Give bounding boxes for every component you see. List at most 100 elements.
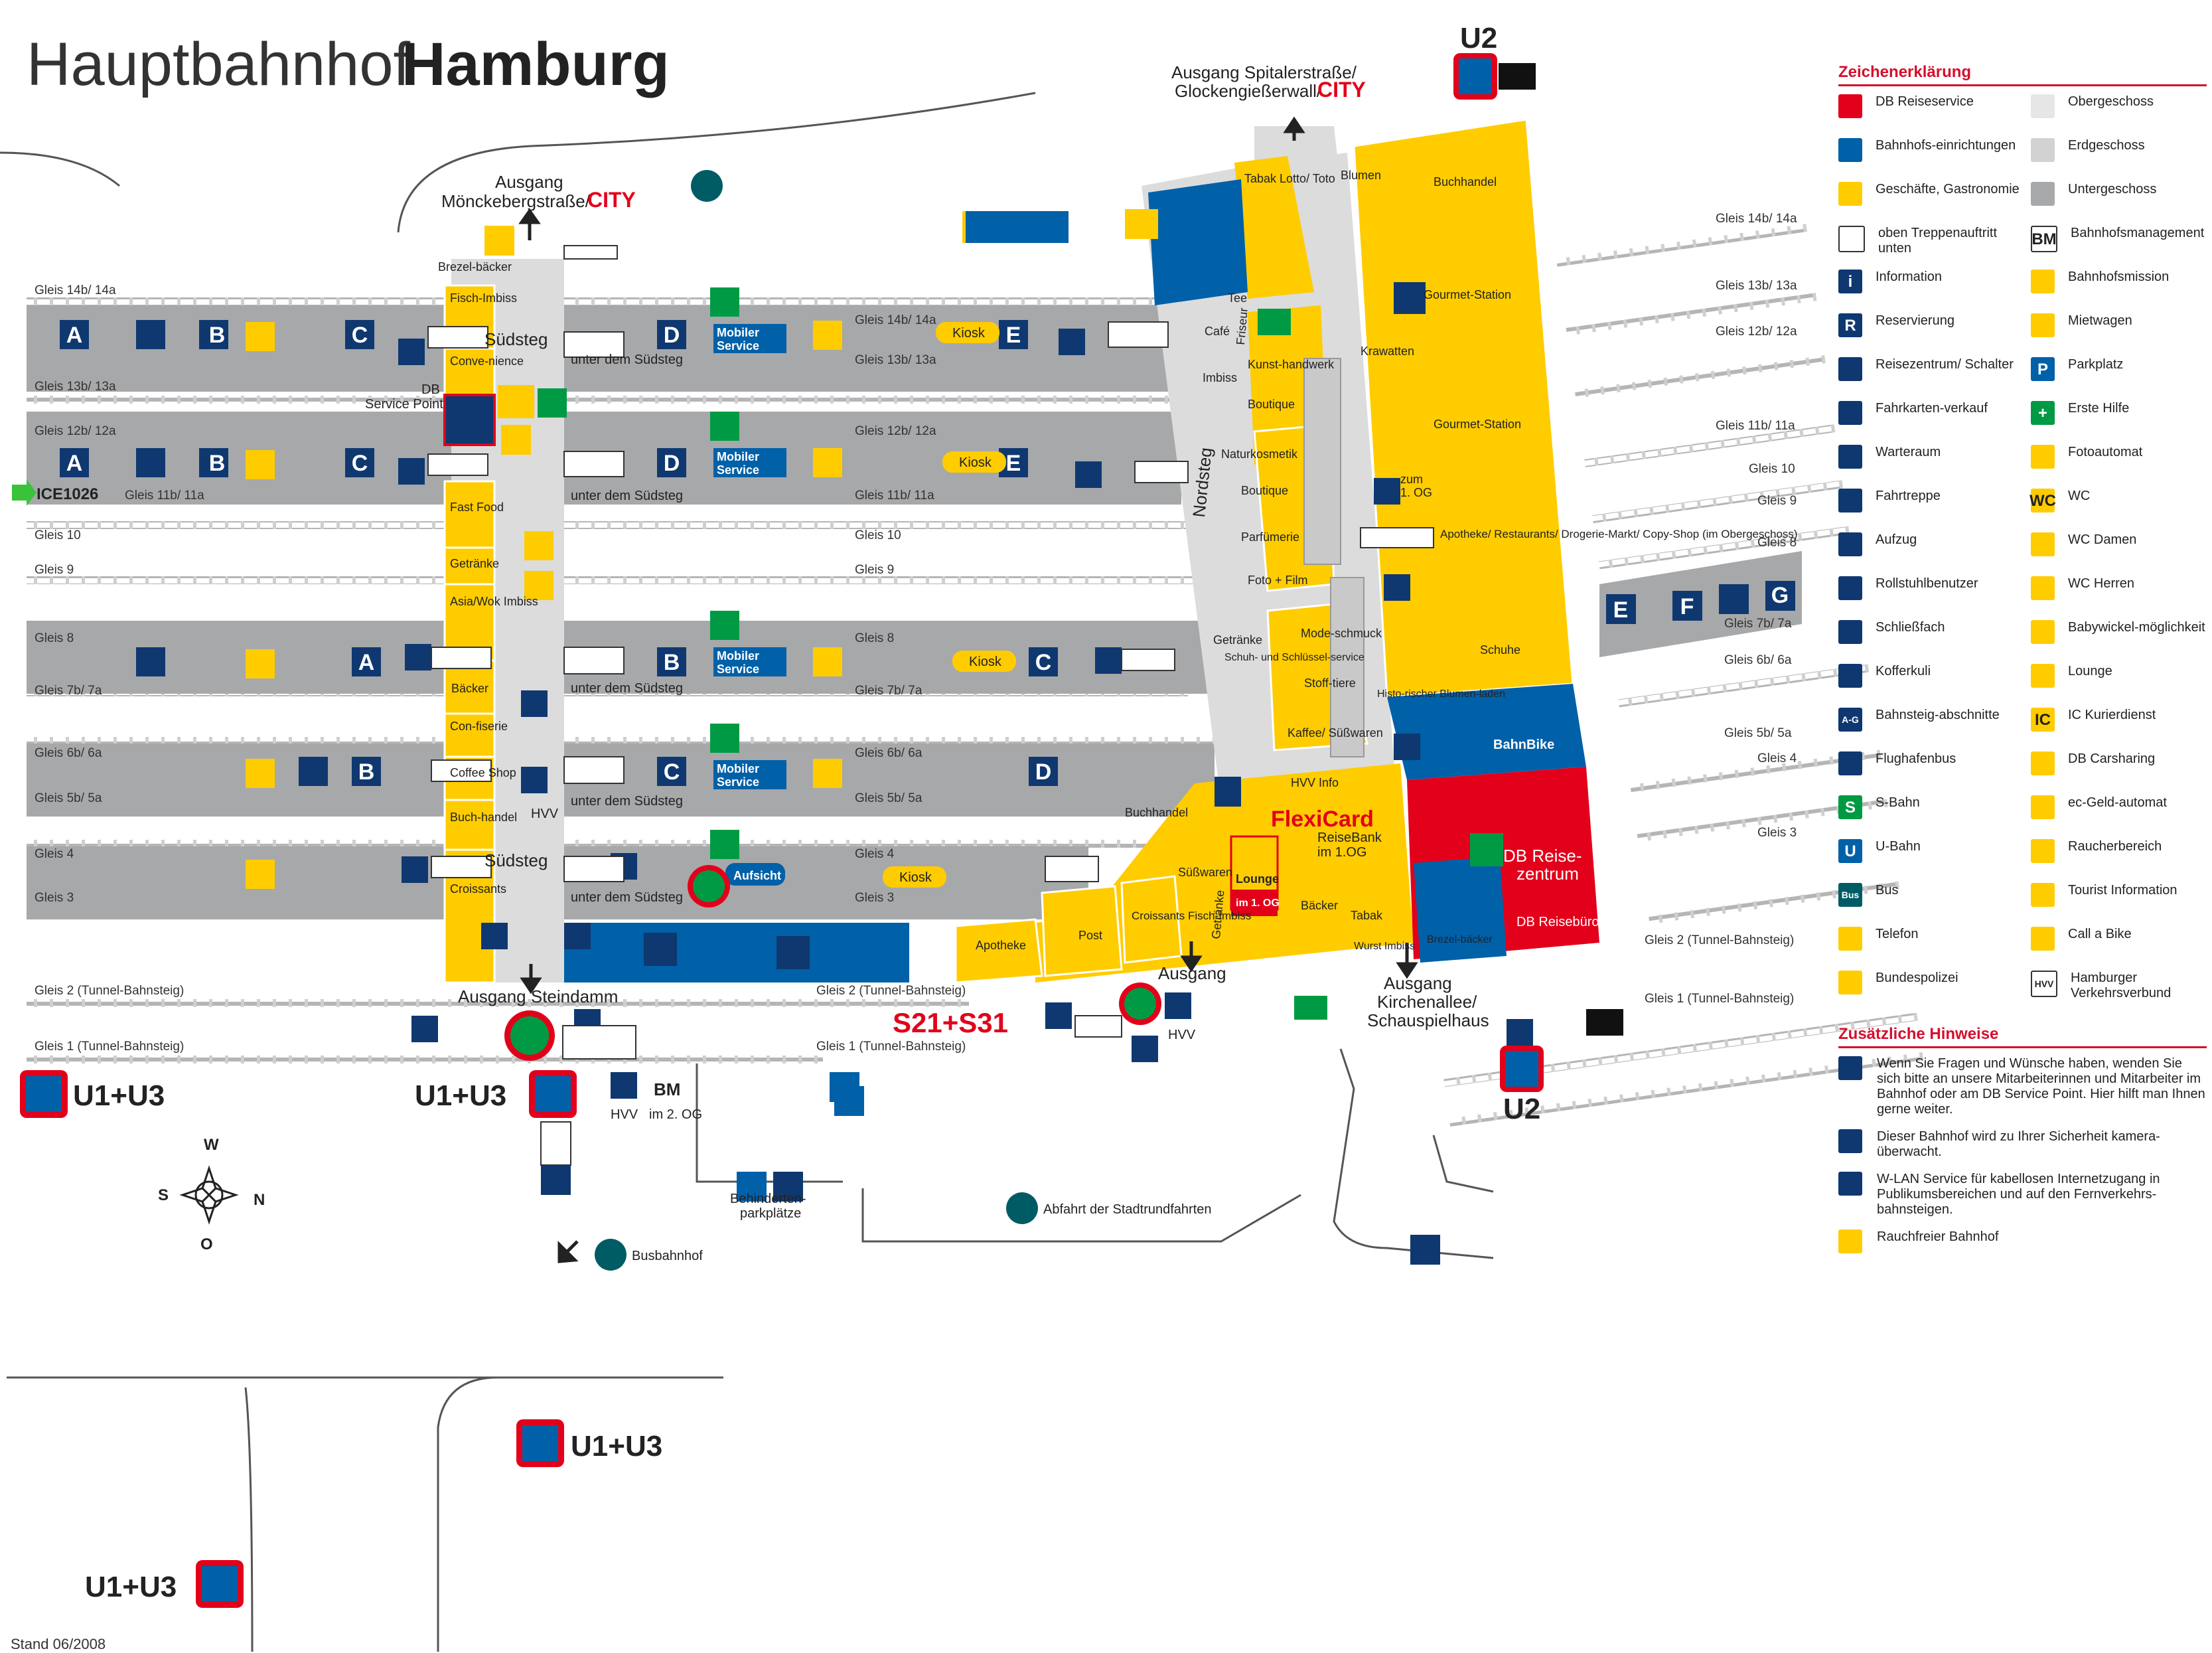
section-c-3: C [1035,650,1052,675]
legend-item: Fahrkarten-verkauf [1838,401,2031,438]
track-5-mid: Gleis 5b/ 5a [855,791,922,805]
wc-icon: WC [2029,489,2056,512]
shop-buchhandel: Buch-handel [450,811,517,824]
u-bahn-icon: U [1838,839,1862,863]
section-c-2: C [352,451,368,476]
shop-labels-south: Brezel-bäcker Fisch-Imbiss Conve-nience … [438,260,538,896]
track-7-right: Gleis 7b/ 7a [1724,617,1792,631]
exit-kirchenallee-line3: Schauspielhaus [1367,1010,1489,1030]
exit-kirchenallee-line1: Ausgang [1384,973,1452,993]
yellow-square [1838,182,1862,206]
track-1-mid: Gleis 1 (Tunnel-Bahnsteig) [816,1040,966,1054]
u1u3-label-1: U1+U3 [73,1079,165,1112]
legend-item: Call a Bike [2031,927,2210,964]
shop-gourmet-2: Gourmet-Station [1434,418,1521,431]
track-3-mid: Gleis 3 [855,891,894,905]
legend-label: Mietwagen [2068,313,2132,328]
shop-suesswaren: Süßwaren [1178,866,1232,879]
ic-kurier-icon: IC [2031,708,2055,732]
legend-label: Hamburger Verkehrsverbund [2071,971,2172,1000]
tourist-info-icon [2031,883,2055,907]
legend-item: Raucherbereich [2031,839,2210,876]
exit-moenckeberg-line2: Mönckebergstraße/ [441,191,591,211]
legend-item: Telefon [1838,927,2031,964]
city-label-2: CITY [1317,78,1366,102]
legend-item: DB Reiseservice [1838,94,2031,131]
shop-apotheke-s: Apotheke [976,939,1026,952]
kofferkuli-icon [1838,664,1862,688]
wlan-icon [1838,1172,1862,1196]
legend-heading: Zeichenerklärung [1838,63,2207,86]
shop-cafe: Café [1205,325,1230,338]
shop-fisch: Fisch-Imbiss [450,291,517,305]
legend-item: Fahrtreppe [1838,489,2031,526]
shop-convenience: Conve-nience [450,354,524,368]
u1u3-label-4: U1+U3 [85,1571,177,1603]
suedsteg-label-2: Südsteg [484,850,548,870]
hint-item: Wenn Sie Fragen und Wünsche haben, wende… [1838,1056,2207,1117]
shop-buchhandel-n: Buchhandel [1434,175,1497,189]
shop-tabak: Tabak Lotto/ Toto [1244,172,1335,185]
blue-square [1838,138,1862,162]
section-letters: A B C D E A B C D E A B C B C D E F G [66,323,1789,785]
legend-label: WC Herren [2068,576,2135,591]
track-3-left: Gleis 3 [35,891,74,905]
shop-kunsthandwerk: Kunst-handwerk [1248,358,1335,371]
shop-stofftiere: Stoff-tiere [1304,676,1356,690]
legend-label: Erdgeschoss [2068,138,2145,153]
track-13-left: Gleis 13b/ 13a [35,380,116,394]
track-10-right: Gleis 10 [1749,462,1795,476]
legend-label: WC Damen [2068,532,2137,547]
legend-label: DB Carsharing [2068,751,2156,766]
hvv-label-3: HVV [1168,1028,1196,1042]
parkplatz-icon: P [2031,357,2055,381]
lounge-line2: im 1. OG [1236,898,1280,909]
exit-kirchenallee-line2: Kirchenallee/ [1377,992,1477,1012]
legend-item: ec-Geld-automat [2031,795,2210,832]
legend-item: +Erste Hilfe [2031,401,2210,438]
flexicard-label: FlexiCard [1271,807,1374,832]
fahrkarten-icon [1838,401,1862,425]
mid-grey-square [2031,138,2055,162]
shop-asia: Asia/Wok Imbiss [450,595,538,608]
unter-suedsteg-4: unter dem Südsteg [571,794,683,809]
track-6-mid: Gleis 6b/ 6a [855,746,922,760]
legend-item: Warteraum [1838,445,2031,482]
s-bahn-icon: S [1838,795,1862,819]
kiosk-1: Kiosk [952,326,986,341]
legend-label: Bus [1876,883,1899,898]
service-point-line1: DB [421,382,440,397]
legend-item: Mietwagen [2031,313,2210,351]
track-2-mid: Gleis 2 (Tunnel-Bahnsteig) [816,984,966,998]
shop-boutique-2: Boutique [1241,484,1288,497]
stairs [427,245,1434,1166]
track-6-right: Gleis 6b/ 6a [1724,653,1792,667]
unter-suedsteg-5: unter dem Südsteg [571,890,683,905]
track-11-right: Gleis 11b/ 11a [1716,419,1795,433]
section-a-3: A [358,650,375,675]
db-red-square [1838,94,1862,118]
unter-suedsteg-1: unter dem Südsteg [571,353,683,367]
stadtrundfahrten-label: Abfahrt der Stadtrundfahrten [1043,1202,1212,1217]
transit-symbols [20,53,1623,1608]
legend-label: Schließfach [1876,620,1945,635]
call-a-bike-icon [2031,927,2055,951]
information-icon: i [1838,270,1862,293]
mobiler-service-2: Mobiler [717,450,759,463]
legend-label: Lounge [2068,664,2112,678]
track-8-right: Gleis 8 [1757,536,1797,550]
legend-item: Rollstuhlbenutzer [1838,576,2031,613]
hint-item: W-LAN Service für kabellosen Internetzug… [1838,1172,2207,1218]
compass-w: W [204,1136,219,1154]
shop-schuhservice: Schuh- und Schlüssel-service [1224,652,1364,663]
shop-blumenladen: Histo-rischer Blumen-laden [1377,688,1505,700]
hints-section: Zusätzliche Hinweise Wenn Sie Fragen und… [1838,1025,2210,1253]
section-a-2: A [66,451,83,476]
